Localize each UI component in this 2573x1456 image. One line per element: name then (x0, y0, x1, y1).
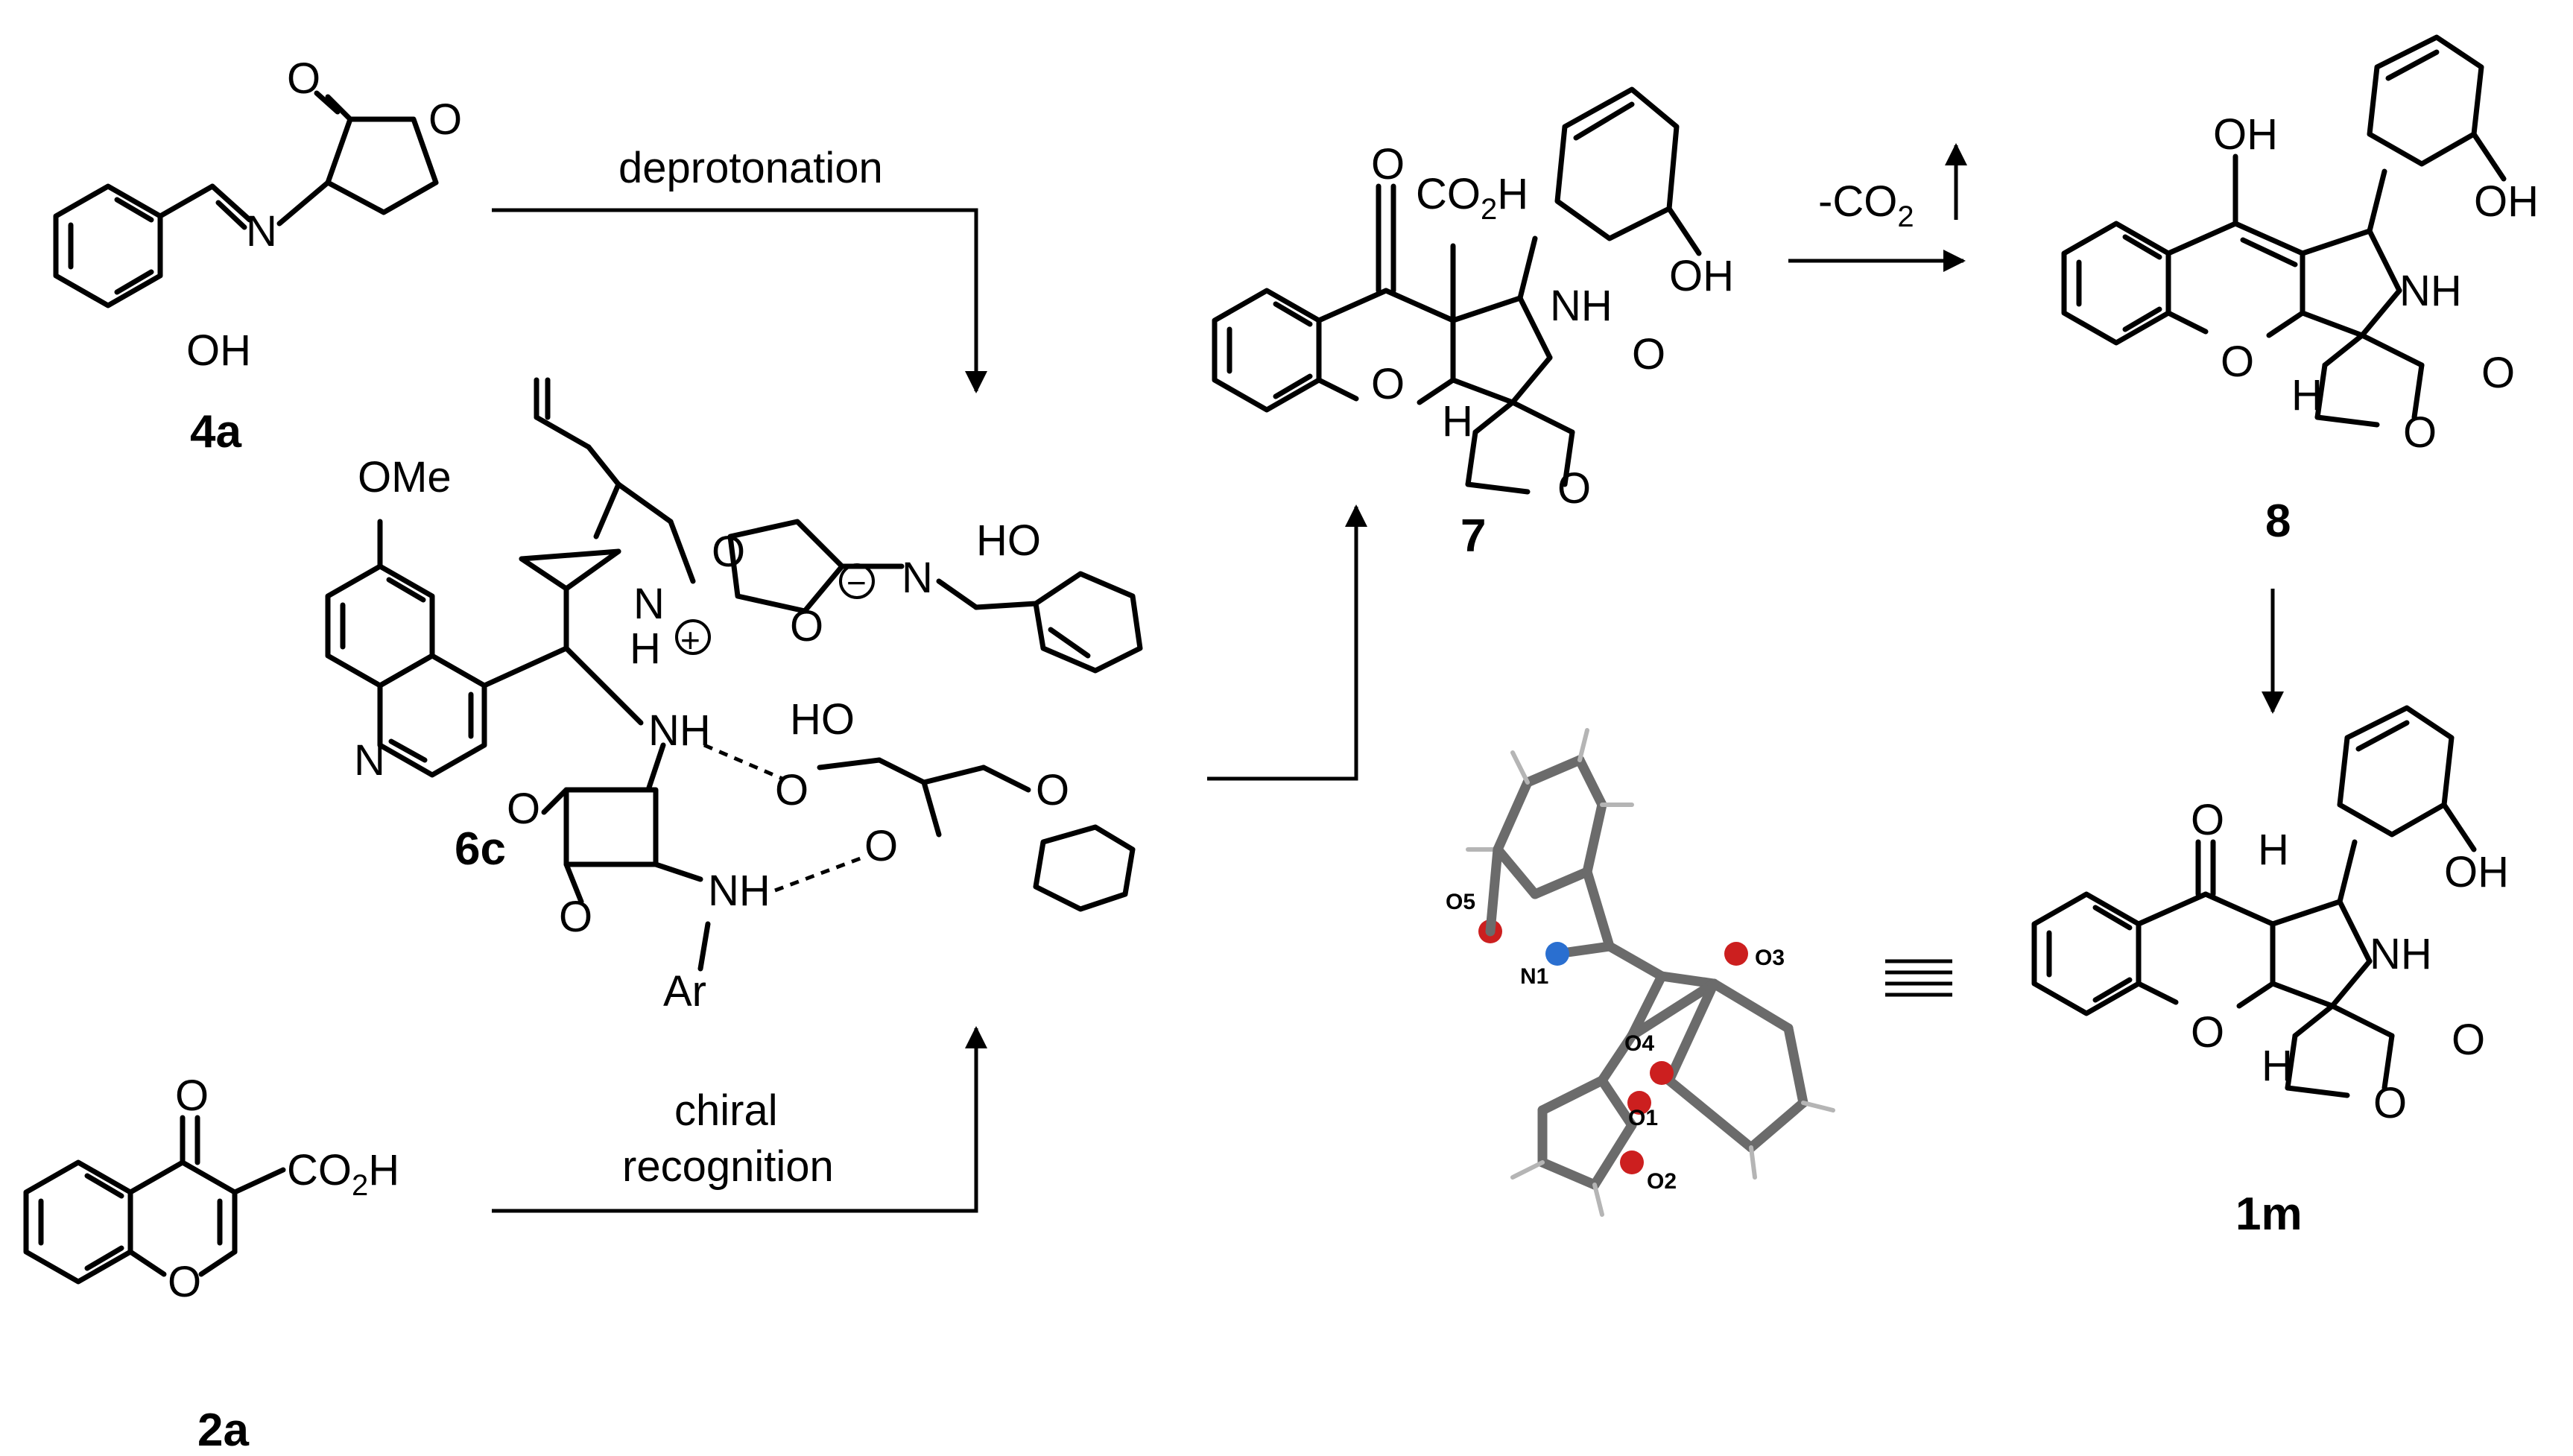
atom-label-o: O (1371, 140, 1405, 189)
crystal-atom-o1: O1 (1628, 1106, 1658, 1130)
compound-label-2a: 2a (197, 1405, 249, 1456)
plus-charge: + (680, 621, 700, 659)
atom-label-o: O (2221, 338, 2254, 386)
atom-label-nh: NH (2370, 930, 2432, 978)
atom-label-h: H (630, 624, 661, 673)
atom-label-co2h: CO2H (1416, 170, 1528, 226)
condition-deprotonation: deprotonation (618, 144, 883, 192)
crystal-atom-o2: O2 (1647, 1169, 1677, 1194)
atom-label-o: O (287, 54, 320, 103)
atom-label-o: O (175, 1072, 209, 1120)
atom-label-oh: OH (2474, 177, 2539, 226)
atom-label-o: O (2452, 1016, 2485, 1064)
arrow-to-7 (1207, 504, 1367, 781)
atom-label-o: O (2373, 1079, 2407, 1127)
condition-chiral: chiral (674, 1086, 778, 1135)
atom-label-o: O (2403, 408, 2437, 457)
atom-label-ho: HO (976, 516, 1041, 565)
atom-label-co: CO2H (287, 1146, 399, 1202)
atom-label-o: O (775, 766, 808, 814)
arrow-chiral-recognition (492, 1026, 987, 1213)
atom-label-h: H (2291, 371, 2323, 420)
atom-label-h: H (2258, 826, 2289, 874)
compound-1m-structure (2031, 705, 2477, 1098)
atom-label-ar: Ar (663, 967, 706, 1016)
atom-label-o: O (428, 95, 462, 144)
atom-label-n: N (633, 580, 665, 628)
atom-label-h: H (2262, 1042, 2293, 1090)
compound-2a-structure (23, 1115, 286, 1285)
crystal-atom-n1: N1 (1520, 964, 1548, 989)
atom-label-o: O (712, 528, 745, 576)
compound-label-1m: 1m (2235, 1188, 2303, 1240)
atom-label-o: O (507, 785, 540, 833)
compound-8-structure (2061, 34, 2507, 428)
arrow-deprotonation (492, 208, 987, 393)
compound-4a-structure (53, 90, 439, 308)
minus-charge-icon (839, 563, 875, 599)
atom-label-oh: OH (186, 326, 251, 375)
atom-label-nh: NH (648, 706, 711, 755)
condition-minus-co2: -CO2 (1818, 177, 1914, 233)
plus-charge-icon (675, 619, 711, 655)
atom-label-o: O (559, 893, 592, 941)
atom-label-o: O (1036, 766, 1069, 814)
atom-label-oh: OH (2213, 110, 2278, 159)
atom-label-o: O (790, 602, 823, 651)
crystal-atom-o3: O3 (1755, 946, 1785, 970)
atom-label-oh: OH (1669, 252, 1734, 300)
atom-label-h: H (1442, 397, 1473, 446)
atom-label-ome: OMe (358, 453, 452, 501)
atom-label-n: N (902, 554, 933, 602)
atom-label-o: O (2481, 349, 2515, 397)
atom-label-o: O (864, 822, 898, 870)
identity-symbol (1885, 959, 1952, 997)
atom-label-ho: HO (790, 695, 855, 744)
atom-label-o: O (1632, 330, 1665, 379)
atom-label-nh: NH (708, 867, 770, 915)
atom-label-n: N (246, 207, 277, 256)
atom-label-nh: NH (1550, 282, 1613, 330)
compound-label-8: 8 (2265, 496, 2291, 547)
crystal-atom-o5: O5 (1446, 890, 1475, 914)
compound-label-7: 7 (1460, 510, 1486, 562)
condition-recognition: recognition (622, 1142, 834, 1191)
crystal-atom-o4: O4 (1624, 1031, 1654, 1056)
crystal-structure (1466, 728, 1835, 1217)
compound-label-6c: 6c (455, 823, 506, 875)
atom-label-o: O (1371, 360, 1405, 408)
compound-7-structure (1212, 86, 1702, 495)
atom-label-o: O (1557, 464, 1591, 513)
minus-charge: − (846, 563, 867, 602)
atom-label-nh: NH (2399, 267, 2462, 315)
atom-label-o: O (2191, 1008, 2224, 1057)
atom-label-o: O (168, 1258, 201, 1306)
atom-label-oh: OH (2444, 848, 2509, 896)
catalyst-6c-structure (325, 377, 1143, 972)
atom-label-n: N (354, 736, 385, 785)
atom-label-o: O (2191, 796, 2224, 844)
compound-label-4a: 4a (190, 406, 241, 458)
